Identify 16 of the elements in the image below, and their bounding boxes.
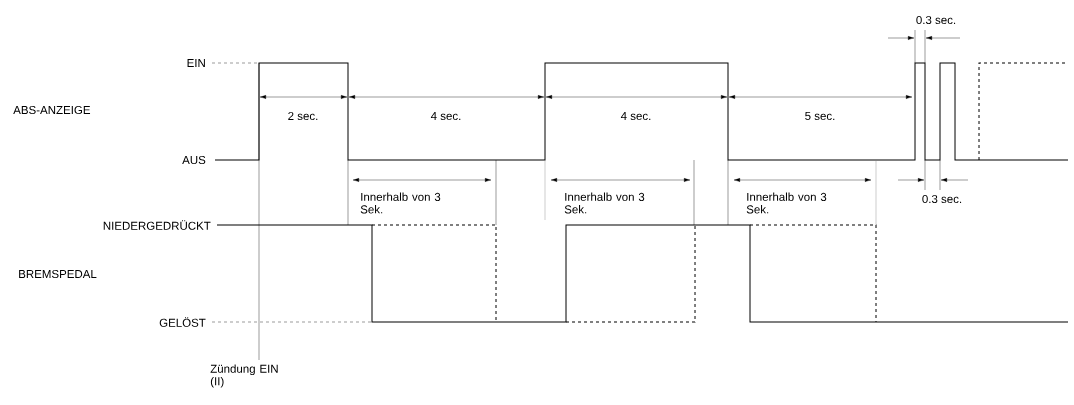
state-label: EIN (187, 59, 205, 67)
signal-label: BREMSPEDAL (19, 269, 97, 279)
state-label: AUS (182, 155, 206, 165)
duration-label: 2 sec. (288, 111, 318, 121)
duration-label: 4 sec. (620, 112, 651, 120)
duration-label: 4 sec. (430, 112, 461, 120)
state-label: GELÖST (159, 317, 206, 327)
duration-label: 0.3 sec. (922, 194, 962, 204)
state-label: NIEDERGEDRÜCKT (103, 220, 211, 230)
signal-label: ABS-ANZEIGE (13, 105, 91, 115)
duration-label: 5 sec. (805, 112, 835, 120)
duration-label: 0.3 sec. (916, 15, 956, 25)
time-window-label: Innerhalb von 3 Sek. (746, 192, 827, 214)
time-window-label: Innerhalb von 3 Sek. (564, 192, 645, 214)
time-window-label: Innerhalb von 3 Sek. (360, 192, 441, 214)
event-label: Zündung EIN (II) (210, 364, 278, 388)
